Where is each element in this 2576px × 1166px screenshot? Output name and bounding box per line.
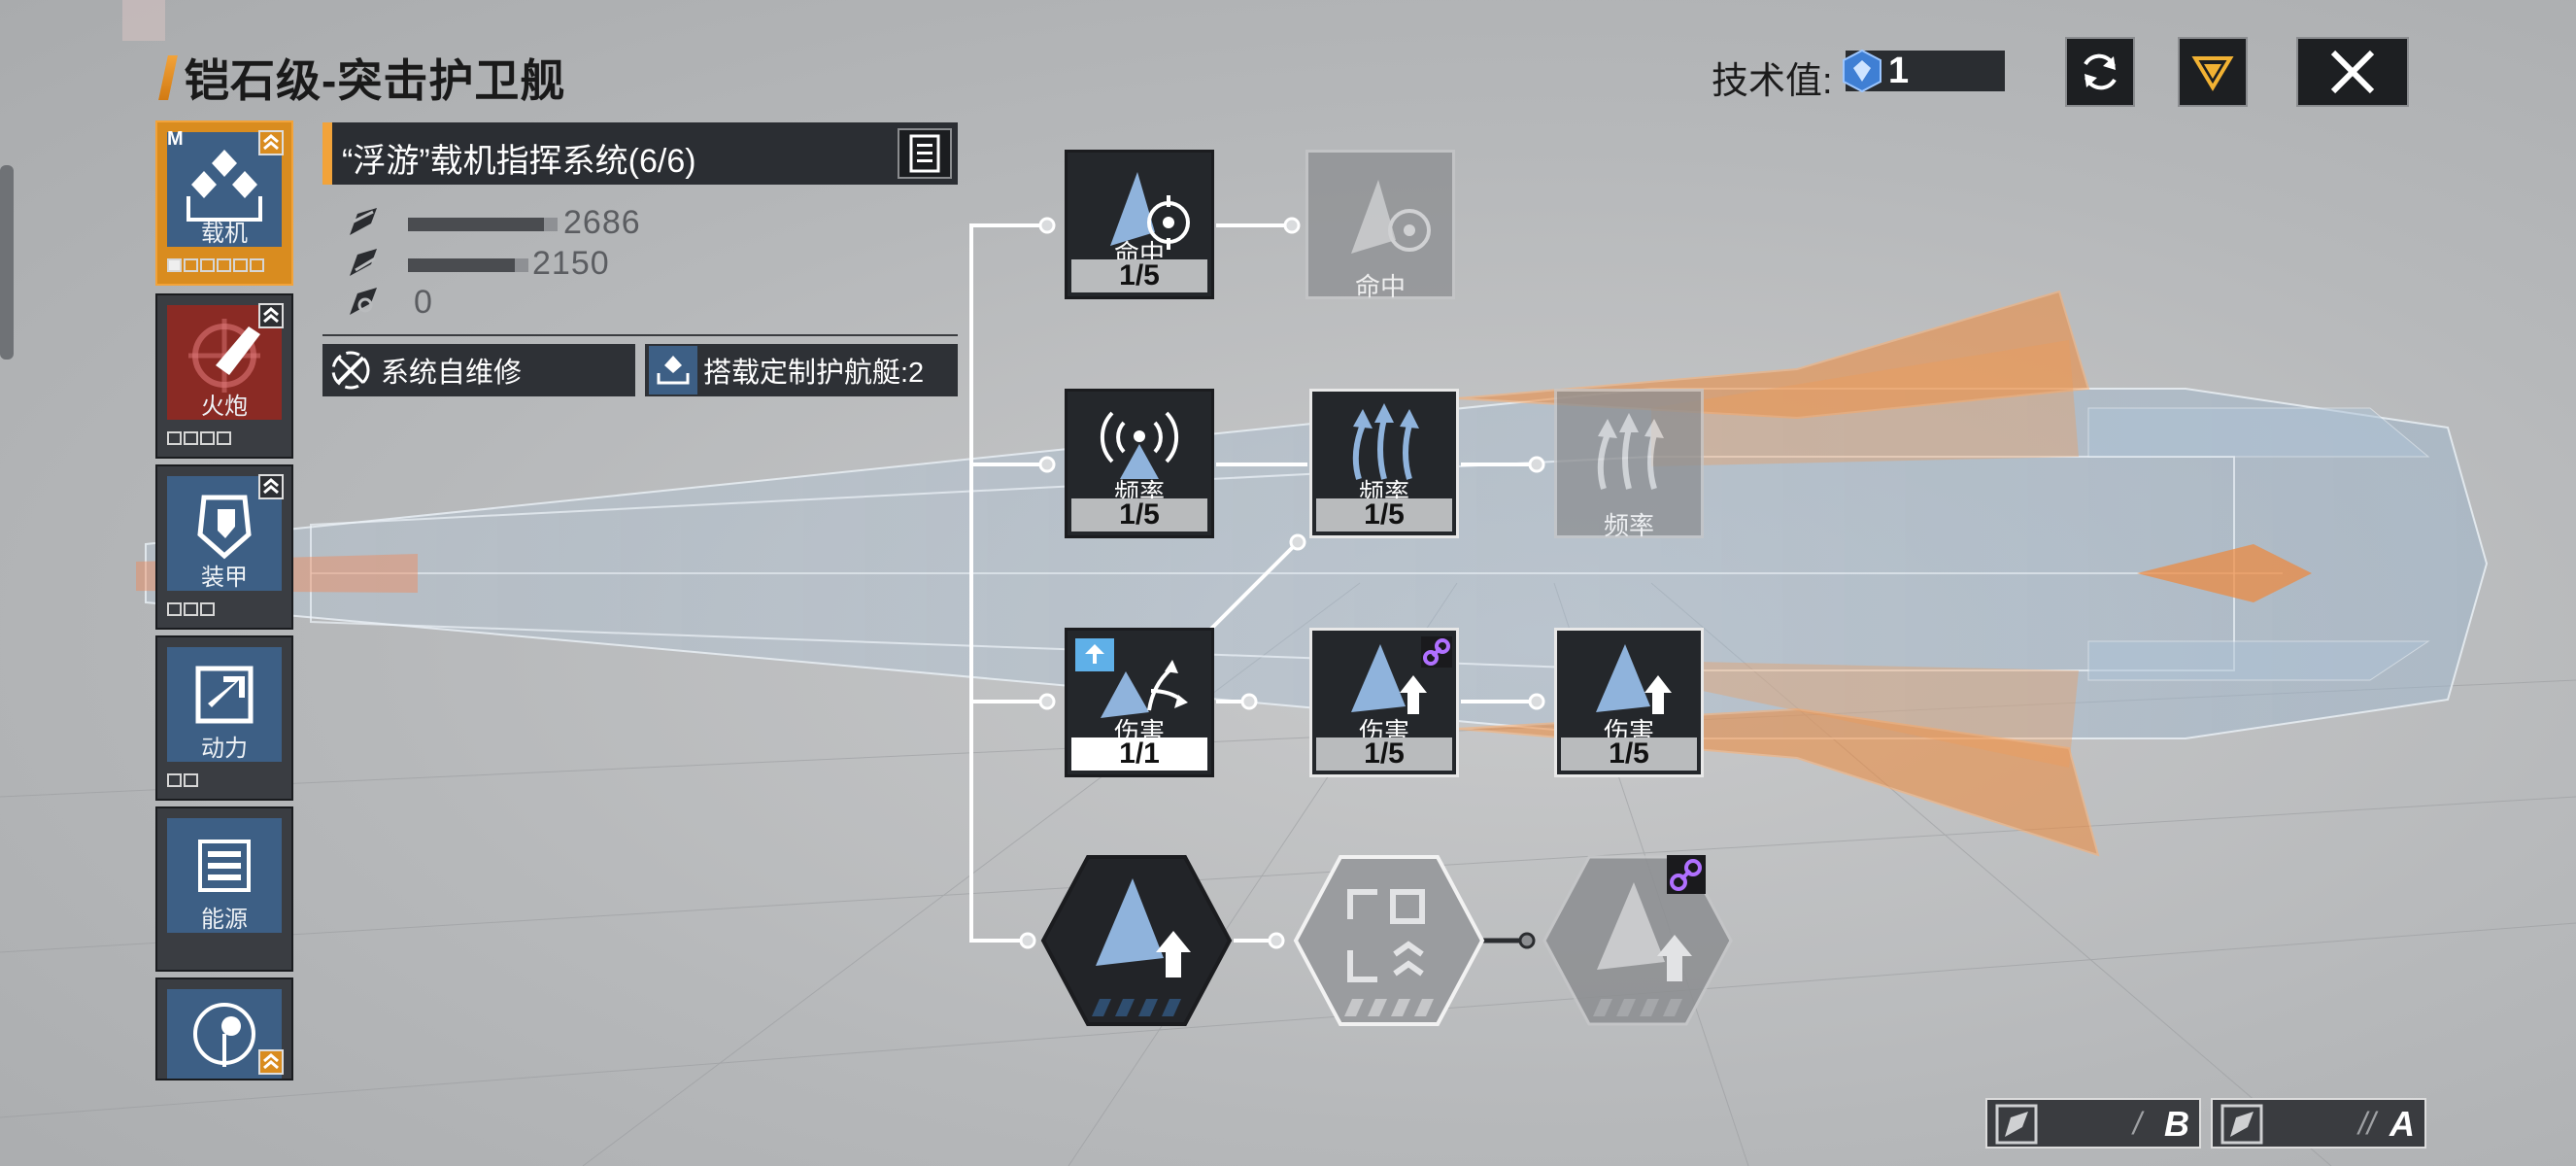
upgrade-available-icon bbox=[258, 474, 284, 499]
node-frequency-1[interactable]: 频率 1/5 bbox=[1065, 389, 1214, 538]
stat-value-range: 0 bbox=[414, 284, 433, 321]
stat-row-speed: 2150 bbox=[344, 245, 732, 282]
tab-power-panel: 动力 bbox=[167, 647, 282, 762]
node-accuracy-1-level: 1/5 bbox=[1071, 259, 1207, 292]
tab-cannon-pips bbox=[167, 431, 231, 445]
self-repair-icon bbox=[331, 351, 370, 390]
preset-b-label: B bbox=[2164, 1104, 2189, 1144]
upgrade-available-icon bbox=[258, 130, 284, 155]
node-accuracy-1[interactable]: 命中 1/5 bbox=[1065, 150, 1214, 299]
feature-carrier-deck-label: 搭载定制护航艇:2 bbox=[703, 358, 925, 389]
tab-cannon-label: 火炮 bbox=[201, 394, 248, 420]
node-damage-1[interactable]: 伤害 1/1 bbox=[1065, 628, 1214, 777]
close-button[interactable] bbox=[2296, 37, 2409, 107]
feature-carrier-deck[interactable]: 搭载定制护航艇:2 bbox=[645, 344, 958, 396]
carrier-deck-icon bbox=[657, 356, 690, 385]
tab-power-pips bbox=[167, 773, 198, 787]
tech-point-icon bbox=[1843, 49, 1881, 93]
damage-up-icon bbox=[1596, 644, 1672, 714]
damage-up-icon bbox=[1351, 636, 1452, 714]
node-damage-1-level: 1/1 bbox=[1071, 737, 1207, 771]
carrier-deck-icon-bg bbox=[649, 346, 697, 394]
node-frequency-2-level: 1/5 bbox=[1316, 498, 1452, 532]
accuracy-icon bbox=[1351, 180, 1431, 254]
accuracy-icon bbox=[1110, 172, 1190, 250]
shield-icon bbox=[197, 495, 252, 560]
tab-energy-label: 能源 bbox=[201, 907, 248, 933]
tab-armor-label: 装甲 bbox=[201, 565, 248, 591]
node-damage-3-level: 1/5 bbox=[1561, 737, 1697, 771]
tab-energy[interactable]: 能源 bbox=[155, 806, 293, 972]
feature-self-repair-label: 系统自维修 bbox=[381, 358, 523, 389]
triple-arrow-up-icon bbox=[1597, 413, 1664, 490]
node-frequency-3-locked[interactable]: 频率 bbox=[1554, 389, 1704, 540]
filter-dropdown-button[interactable] bbox=[2178, 37, 2248, 107]
slash-decoration: / bbox=[2133, 1106, 2142, 1141]
triple-arrow-up-icon bbox=[1352, 403, 1419, 480]
preset-b-button[interactable]: / B bbox=[1985, 1098, 2201, 1149]
range-stat-icon bbox=[350, 288, 377, 315]
cannon-icon bbox=[188, 319, 260, 393]
tab-armor-pips bbox=[167, 602, 215, 616]
system-title: “浮游”载机指挥系统(6/6) bbox=[342, 143, 696, 180]
system-header-accent bbox=[322, 122, 332, 185]
node-accuracy-2-label: 命中 bbox=[1354, 272, 1406, 301]
tab-power-label: 动力 bbox=[201, 736, 248, 762]
attack-stat-icon bbox=[350, 208, 377, 235]
close-icon bbox=[2330, 50, 2375, 94]
preset-a-button[interactable]: // A bbox=[2211, 1098, 2426, 1149]
attack-stat-icon bbox=[1995, 1104, 2038, 1145]
document-icon bbox=[909, 134, 940, 173]
refresh-icon bbox=[2084, 53, 2117, 90]
system-header bbox=[322, 122, 958, 185]
system-details-button[interactable] bbox=[898, 128, 952, 179]
list-icon bbox=[198, 840, 251, 892]
stat-value-attack: 2686 bbox=[563, 204, 641, 241]
preset-a-label: A bbox=[2390, 1104, 2415, 1144]
slash-decoration: // bbox=[2358, 1106, 2376, 1141]
page-title-area: 铠石级-突击护卫舰 bbox=[158, 47, 566, 109]
node-hex-damage-upgrade[interactable] bbox=[1039, 853, 1234, 1028]
node-frequency-1-level: 1/5 bbox=[1071, 498, 1207, 532]
stat-value-speed: 2150 bbox=[532, 245, 610, 282]
carrier-icon bbox=[186, 150, 262, 222]
node-accuracy-2-locked[interactable]: 命中 bbox=[1305, 150, 1455, 301]
upgrade-available-icon bbox=[258, 1049, 284, 1075]
split-damage-icon bbox=[1075, 638, 1188, 718]
node-frequency-3-label: 频率 bbox=[1603, 511, 1654, 540]
node-hex-unknown-locked[interactable] bbox=[1292, 853, 1486, 1028]
node-damage-2[interactable]: 伤害 1/5 bbox=[1309, 628, 1459, 777]
node-hex-damage-locked[interactable] bbox=[1541, 853, 1735, 1028]
tab-carrier[interactable]: 载机 M bbox=[155, 120, 293, 286]
tab-carrier-badge: M bbox=[167, 128, 184, 150]
node-damage-2-level: 1/5 bbox=[1316, 737, 1452, 771]
upgrade-available-icon bbox=[258, 303, 284, 328]
tab-power[interactable]: 动力 bbox=[155, 635, 293, 801]
speed-stat-icon bbox=[350, 249, 377, 276]
tab-sensor[interactable] bbox=[155, 977, 293, 1080]
node-frequency-2[interactable]: 频率 1/5 bbox=[1309, 389, 1459, 538]
engine-icon bbox=[195, 666, 254, 724]
tab-carrier-label: 载机 bbox=[201, 221, 248, 247]
tech-value-label: 技术值: bbox=[1712, 61, 1833, 102]
tab-cannon[interactable]: 火炮 bbox=[155, 293, 293, 459]
stat-row-range: 0 bbox=[344, 284, 732, 321]
stat-row-attack: 2686 bbox=[344, 204, 732, 241]
feature-self-repair[interactable]: 系统自维修 bbox=[322, 344, 635, 396]
triangle-down-icon bbox=[2191, 56, 2234, 91]
tab-armor[interactable]: 装甲 bbox=[155, 464, 293, 630]
radar-icon bbox=[193, 1003, 255, 1067]
signal-icon bbox=[1100, 411, 1179, 479]
refresh-button[interactable] bbox=[2065, 37, 2135, 107]
page-title: 铠石级-突击护卫舰 bbox=[185, 55, 566, 106]
tab-carrier-pips bbox=[167, 258, 264, 272]
attack-stat-icon bbox=[2220, 1104, 2263, 1145]
corner-tab bbox=[122, 0, 165, 41]
tech-value: 1 bbox=[1888, 51, 1910, 91]
system-divider bbox=[322, 334, 958, 336]
node-damage-3[interactable]: 伤害 1/5 bbox=[1554, 628, 1704, 777]
tab-energy-panel: 能源 bbox=[167, 818, 282, 933]
